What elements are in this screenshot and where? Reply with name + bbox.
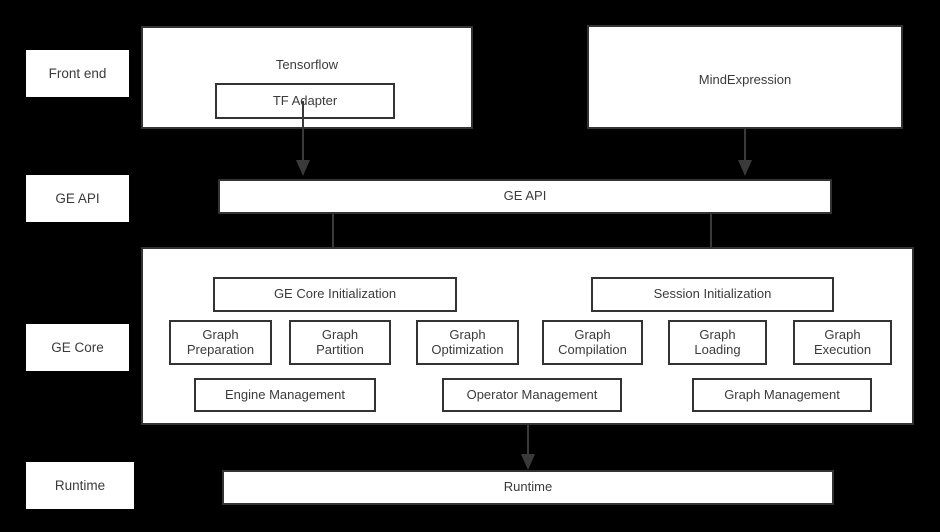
operator-management-box[interactable]: Operator Management <box>442 378 622 412</box>
mindexpression-container[interactable]: MindExpression <box>587 25 903 129</box>
graph-loading-box[interactable]: Graph Loading <box>668 320 767 365</box>
runtime-box[interactable]: Runtime <box>222 470 834 505</box>
ge-core-container: GE Core Initialization Session Initializ… <box>141 247 914 425</box>
session-initialization-box[interactable]: Session Initialization <box>591 277 834 312</box>
graph-compilation-box[interactable]: Graph Compilation <box>542 320 643 365</box>
graph-management-box[interactable]: Graph Management <box>692 378 872 412</box>
lane-label-ge-core: GE Core <box>26 324 129 371</box>
lane-label-runtime: Runtime <box>26 462 134 509</box>
graph-execution-box[interactable]: Graph Execution <box>793 320 892 365</box>
lane-label-front-end: Front end <box>26 50 129 97</box>
tf-adapter-box[interactable]: TF Adapter <box>215 83 395 119</box>
lane-label-ge-api: GE API <box>26 175 129 222</box>
graph-preparation-box[interactable]: Graph Preparation <box>169 320 272 365</box>
ge-core-initialization-box[interactable]: GE Core Initialization <box>213 277 457 312</box>
graph-partition-box[interactable]: Graph Partition <box>289 320 391 365</box>
ge-api-box[interactable]: GE API <box>218 179 832 214</box>
graph-optimization-box[interactable]: Graph Optimization <box>416 320 519 365</box>
engine-management-box[interactable]: Engine Management <box>194 378 376 412</box>
mindexpression-title: MindExpression <box>698 72 792 87</box>
tensorflow-container[interactable]: Tensorflow TF Adapter <box>141 26 473 129</box>
tensorflow-title: Tensorflow <box>275 57 339 72</box>
